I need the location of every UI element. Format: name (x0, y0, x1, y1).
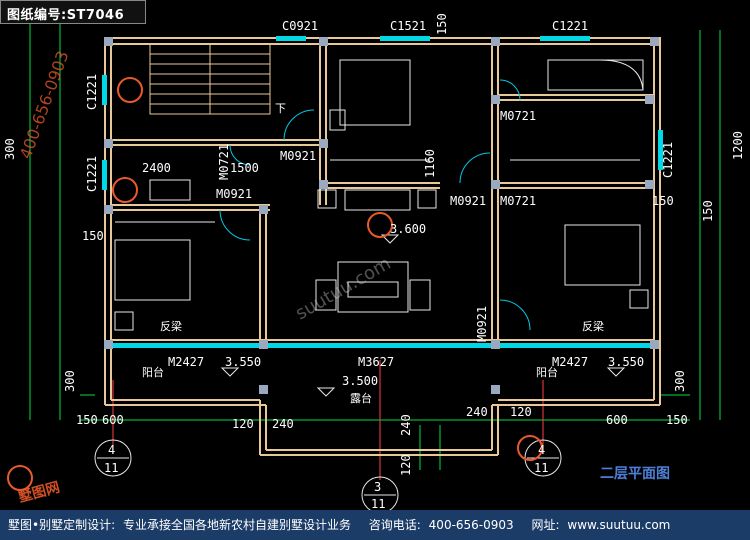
dim-150-right: 150 (652, 194, 674, 208)
dim-150-bottom-right: 150 (666, 413, 688, 427)
dim-300-left: 300 (3, 138, 17, 160)
footer-service: 专业承接全国各地新农村自建别墅设计业务 (122, 518, 351, 532)
label-c1521: C1521 (390, 19, 426, 33)
axis-left-denominator: 11 (104, 461, 118, 475)
label-m2427-right: M2427 (552, 355, 588, 369)
label-terrace: 露台 (350, 391, 372, 405)
walls (104, 37, 661, 456)
windows (102, 36, 663, 348)
dim-120-left: 120 (232, 417, 254, 431)
watermark-logos (7, 77, 543, 491)
footer-site-label: 网址: (531, 518, 560, 532)
dim-240-right: 240 (466, 405, 488, 419)
dim-1160: 1160 (423, 149, 437, 178)
columns (104, 37, 659, 394)
plan-title: 二层平面图 (600, 466, 670, 482)
elevation-balcony-right: 3.550 (608, 355, 644, 369)
dim-300-right: 300 (673, 370, 687, 392)
drawing-code: 图纸编号:ST7046 (7, 8, 125, 23)
label-m0921-c: M0921 (216, 187, 252, 201)
dim-240-vertical: 240 (399, 414, 413, 436)
elevation-marks (220, 234, 626, 397)
staircase (149, 43, 271, 115)
dim-150-left: 150 (82, 229, 104, 243)
dim-2400: 2400 (142, 161, 171, 175)
dim-120-vertical: 120 (399, 454, 413, 476)
label-fanliang-left: 反梁 (160, 319, 182, 333)
door-swings (219, 79, 531, 331)
dimension-lines (29, 20, 721, 470)
dim-150-vertical-right: 150 (701, 200, 715, 222)
dim-600-left: 600 (102, 413, 124, 427)
dim-1200-right: 1200 (731, 131, 745, 160)
label-m2427-left: M2427 (168, 355, 204, 369)
label-m0721-b: M0721 (500, 194, 536, 208)
axis-right-numerator: 4 (538, 443, 545, 457)
axis-mid-numerator: 3 (374, 480, 381, 494)
footer-phone-label: 咨询电话: (368, 518, 421, 532)
axis-right-denominator: 11 (534, 461, 548, 475)
dim-600-right: 600 (606, 413, 628, 427)
label-m0921-d: M0921 (475, 306, 489, 342)
footer-phone: 400-656-0903 (428, 518, 514, 532)
elevation-balcony-left: 3.550 (225, 355, 261, 369)
elevation-hall: 3.600 (390, 222, 426, 236)
axis-mid-denominator: 11 (371, 497, 385, 511)
label-c1221-left-b: C1221 (85, 156, 99, 192)
label-m0721-a: M0721 (500, 109, 536, 123)
watermark-phone: 400-656-0903 (16, 48, 73, 161)
label-m0921-b: M0921 (450, 194, 486, 208)
label-stair-down: 下 (275, 102, 286, 115)
dim-300-left-b: 300 (63, 370, 77, 392)
drawing-code-box: 图纸编号:ST7046 (0, 0, 146, 24)
elevation-terrace: 3.500 (342, 374, 378, 388)
footer-bar: 墅图•别墅定制设计: 专业承接全国各地新农村自建别墅设计业务 咨询电话: 400… (0, 510, 750, 540)
watermark-brand: 墅图网 (17, 479, 62, 506)
label-balcony-right: 阳台 (536, 365, 558, 379)
label-c0921: C0921 (282, 19, 318, 33)
label-m0921-a: M0921 (280, 149, 316, 163)
dim-150-top: 150 (435, 13, 449, 35)
watermark-site: suutuu.com (292, 253, 395, 324)
dim-150-bottom-left: 150 (76, 413, 98, 427)
furniture (114, 59, 649, 331)
label-m0721-c: M0721 (217, 144, 231, 180)
axis-lines (112, 360, 544, 480)
footer-brand: 墅图•别墅定制设计: (8, 518, 116, 532)
label-m3627: M3627 (358, 355, 394, 369)
label-c1221-left-a: C1221 (85, 74, 99, 110)
dim-240-left: 240 (272, 417, 294, 431)
axis-left-numerator: 4 (108, 443, 115, 457)
dim-120-right: 120 (510, 405, 532, 419)
label-c1221-top: C1221 (552, 19, 588, 33)
label-fanliang-right: 反梁 (582, 319, 604, 333)
dim-1500: 1500 (230, 161, 259, 175)
label-c1221-right: C1221 (661, 142, 675, 178)
label-balcony-left: 阳台 (142, 365, 164, 379)
footer-site-link[interactable]: www.suutuu.com (567, 518, 671, 532)
